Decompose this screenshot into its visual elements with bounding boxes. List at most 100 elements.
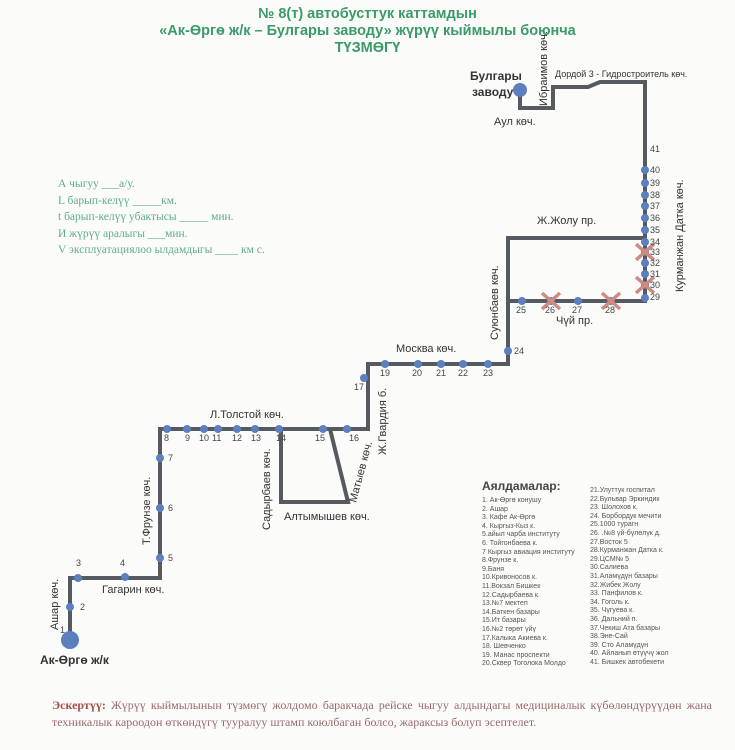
legend-item: 9.Баня bbox=[482, 565, 504, 573]
legend-item: 13.№7 мектеп bbox=[482, 600, 528, 608]
legend-item: 25.1000 турагн bbox=[590, 521, 639, 529]
stop-number-label: 36 bbox=[650, 213, 660, 223]
stop-number-label: 13 bbox=[251, 433, 261, 443]
note: Эскертүү: Жүрүү кыймылынын түзмөгү жолдо… bbox=[52, 697, 712, 731]
stop-number-label: 19 bbox=[380, 368, 390, 378]
note-text: Жүрүү кыймылынын түзмөгү жолдомо баракча… bbox=[52, 698, 712, 729]
document-title: № 8(т) автобусттук каттамдын «Ак-Өргө ж/… bbox=[0, 6, 735, 57]
street-gagarin: Гагарин көч. bbox=[102, 584, 164, 596]
closed-stop-x-icon bbox=[600, 291, 622, 311]
stop-number-label: 12 bbox=[232, 433, 242, 443]
bus-stop-27 bbox=[574, 297, 582, 305]
stop-number-label: 4 bbox=[120, 558, 125, 568]
bus-stop-35 bbox=[641, 226, 649, 234]
street-altymyshev: Алтымышев көч. bbox=[284, 511, 370, 523]
stop-number-label: 6 bbox=[168, 503, 173, 513]
bus-stop-3 bbox=[74, 574, 82, 582]
street-sadyrbaev: Садырбаев көч. bbox=[261, 448, 273, 530]
legend-item: 26. .№8 үй-бүлөлүк д. bbox=[590, 529, 661, 537]
bus-stop-1 bbox=[61, 631, 79, 649]
stop-number-label: 25 bbox=[516, 305, 526, 315]
legend-item: 32.Жибек Жолу bbox=[590, 581, 641, 589]
bus-stop-23 bbox=[484, 360, 492, 368]
street-frunze: Т.Фрунзе көч. bbox=[141, 477, 153, 545]
street-kurmanjan: Курманжан Датка көч. bbox=[674, 179, 686, 292]
bus-stop-5 bbox=[156, 554, 164, 562]
stop-number-label: 20 bbox=[412, 368, 422, 378]
bus-stop-36 bbox=[641, 214, 649, 222]
stop-number-label: 26 bbox=[545, 305, 555, 315]
route-parameters: А чыгуу ___а/у. L барып-келүү _____км. t… bbox=[58, 176, 265, 259]
route-chui-line bbox=[508, 80, 647, 303]
legend-item: 36. Дальний п. bbox=[590, 615, 638, 623]
legend-item: 41. Бишкек автобекети bbox=[590, 658, 665, 666]
stop-number-label: 28 bbox=[605, 305, 615, 315]
stop-number-label: 31 bbox=[650, 269, 660, 279]
stop-number-label: 11 bbox=[212, 433, 221, 443]
bus-stop-34 bbox=[641, 238, 649, 246]
legend-item: 35. Чүгуева к. bbox=[590, 607, 635, 615]
route-main-line bbox=[68, 236, 645, 640]
legend-item: 14.Баткен базары bbox=[482, 608, 540, 616]
closed-stop-x-icon bbox=[634, 242, 656, 262]
param-distance: L барып-келүү _____км. bbox=[58, 194, 177, 207]
bus-stop-38 bbox=[641, 191, 649, 199]
legend-item: 30.Салиева bbox=[590, 564, 629, 572]
legend-item: 24. Борбордук мечити bbox=[590, 512, 662, 520]
legend-item: 1. Ак-Өргө конушу bbox=[482, 497, 542, 504]
legend-item: 10.Кривоносов к. bbox=[482, 574, 538, 582]
closed-stop-x-icon bbox=[540, 291, 562, 311]
legend-item: 40. Айланып өтүүчү жол bbox=[590, 650, 669, 658]
legend-item: 28.Курманжан Датка к. bbox=[590, 547, 664, 555]
bus-stop-16 bbox=[343, 425, 351, 433]
stop-number-label: 16 bbox=[349, 433, 359, 443]
stop-number-label: 22 bbox=[458, 368, 468, 378]
legend-item: 22.Бульвар Эркиндик bbox=[590, 495, 660, 503]
closed-stop-x-icon bbox=[634, 275, 656, 295]
street-gvardia: Ж.Гвардия б. bbox=[377, 388, 389, 455]
bus-stop-15 bbox=[319, 425, 327, 433]
title-line-1: № 8(т) автобусттук каттамдын bbox=[258, 6, 477, 22]
bus-stop-8 bbox=[163, 425, 171, 433]
stop-number-label: 33 bbox=[650, 247, 660, 257]
legend-item: 16.№2 төрөт үйү bbox=[482, 625, 537, 633]
bus-stop-29 bbox=[641, 294, 649, 302]
bus-stop-19 bbox=[381, 360, 389, 368]
terminal-end-stop bbox=[513, 83, 527, 97]
legend-item: 8.Фрунзе к. bbox=[482, 557, 519, 565]
title-line-3: ТҮЗМӨГҮ bbox=[334, 40, 401, 56]
legend-item: 17.Калыка Акиева к. bbox=[482, 634, 548, 642]
bus-stop-40 bbox=[641, 166, 649, 174]
stop-number-label: 38 bbox=[650, 190, 660, 200]
legend-item: 2. Ашар bbox=[482, 505, 508, 513]
stop-number-label: 37 bbox=[650, 201, 660, 211]
stop-number-label: 7 bbox=[168, 453, 173, 463]
bus-stop-14 bbox=[275, 425, 283, 433]
bus-stop-11 bbox=[214, 425, 222, 433]
street-tolstoy: Л.Толстой көч. bbox=[210, 409, 284, 421]
stop-number-label: 8 bbox=[164, 433, 169, 443]
legend-item: 18. Шевченко bbox=[482, 643, 526, 651]
legend-item: 15.Ит базары bbox=[482, 617, 526, 625]
terminal-end-label-1: Булгары bbox=[470, 69, 522, 83]
bus-stop-32 bbox=[641, 259, 649, 267]
legend-item: 34. Гоголь к. bbox=[590, 598, 630, 606]
param-time: t барып-келүү убактысы _____ мин. bbox=[58, 211, 234, 223]
route-loop-line bbox=[279, 428, 351, 504]
legend-item: 29.ЦСМ№ 5 bbox=[590, 555, 630, 563]
stop-number-label: 34 bbox=[650, 237, 660, 247]
legend-item: 37.Чекиш Ата базары bbox=[590, 624, 660, 632]
street-chui: Чүй пр. bbox=[556, 315, 593, 327]
title-line-2: «Ак-Өргө ж/к – Булгары заводу» жүрүү кый… bbox=[159, 23, 576, 39]
bus-stop-39 bbox=[641, 179, 649, 187]
terminal-end-label-2: заводу bbox=[472, 85, 514, 99]
stop-number-label: 29 bbox=[650, 292, 660, 302]
bus-stop-10 bbox=[200, 425, 208, 433]
street-ibraimov: Ибраимов көч. bbox=[538, 31, 550, 106]
legend-item: 31.Аламүдүн базары bbox=[590, 572, 658, 580]
legend-item: 38.Эне-Сай bbox=[590, 633, 628, 641]
stop-number-label: 5 bbox=[168, 553, 173, 563]
stop-number-label: 35 bbox=[650, 225, 660, 235]
